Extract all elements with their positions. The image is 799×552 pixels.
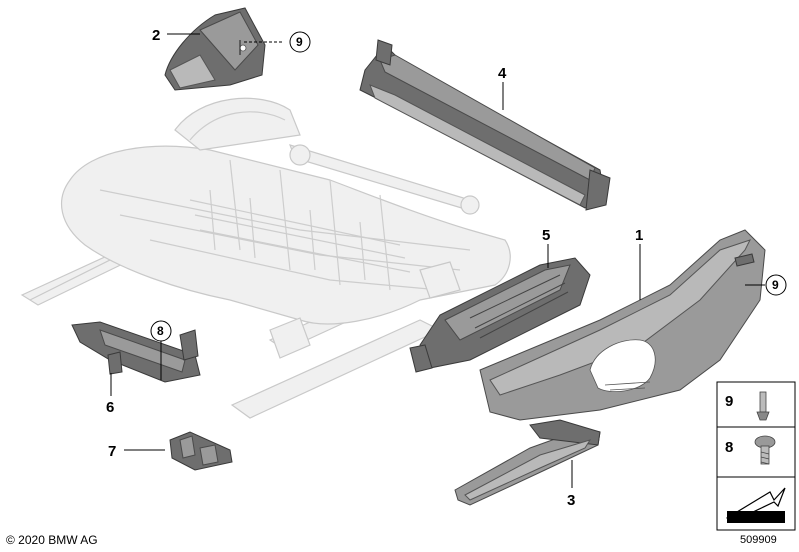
circled-ref-9-right: 9	[765, 274, 787, 296]
legend-item-9-label: 9	[725, 393, 733, 410]
part-3-trim-strip	[454, 419, 601, 506]
part-4-cross-member	[359, 39, 611, 211]
callout-1: 1	[635, 227, 643, 244]
diagram-number: 509909	[740, 534, 777, 546]
part-2-trim-cap	[164, 7, 266, 91]
leader-lines	[110, 33, 765, 488]
seat-frame-ghost	[20, 97, 511, 419]
part-1-side-trim	[479, 229, 766, 421]
callout-3: 3	[567, 492, 575, 509]
orientation-arrow-icon	[725, 487, 786, 523]
part-7-clip	[169, 431, 233, 471]
circled-ref-9-top: 9	[289, 31, 311, 53]
circled-ref-8-left: 8	[150, 320, 172, 342]
callout-2: 2	[152, 27, 160, 44]
callout-4: 4	[498, 65, 507, 82]
callout-7: 7	[108, 443, 116, 460]
rivet-icon	[756, 391, 770, 421]
callout-6: 6	[106, 399, 114, 416]
circled-ref-8-left-label: 8	[157, 324, 164, 338]
legend-item-8-label: 8	[725, 439, 733, 456]
circled-ref-9-right-label: 9	[772, 278, 779, 292]
part-6-bracket	[71, 321, 201, 383]
part-5-bracket	[409, 257, 591, 373]
copyright-notice: © 2020 BMW AG	[6, 533, 98, 547]
fastener-legend: 9 8	[716, 381, 796, 531]
screw-icon	[754, 435, 776, 465]
callout-5: 5	[542, 227, 550, 244]
circled-ref-9-top-label: 9	[296, 35, 303, 49]
